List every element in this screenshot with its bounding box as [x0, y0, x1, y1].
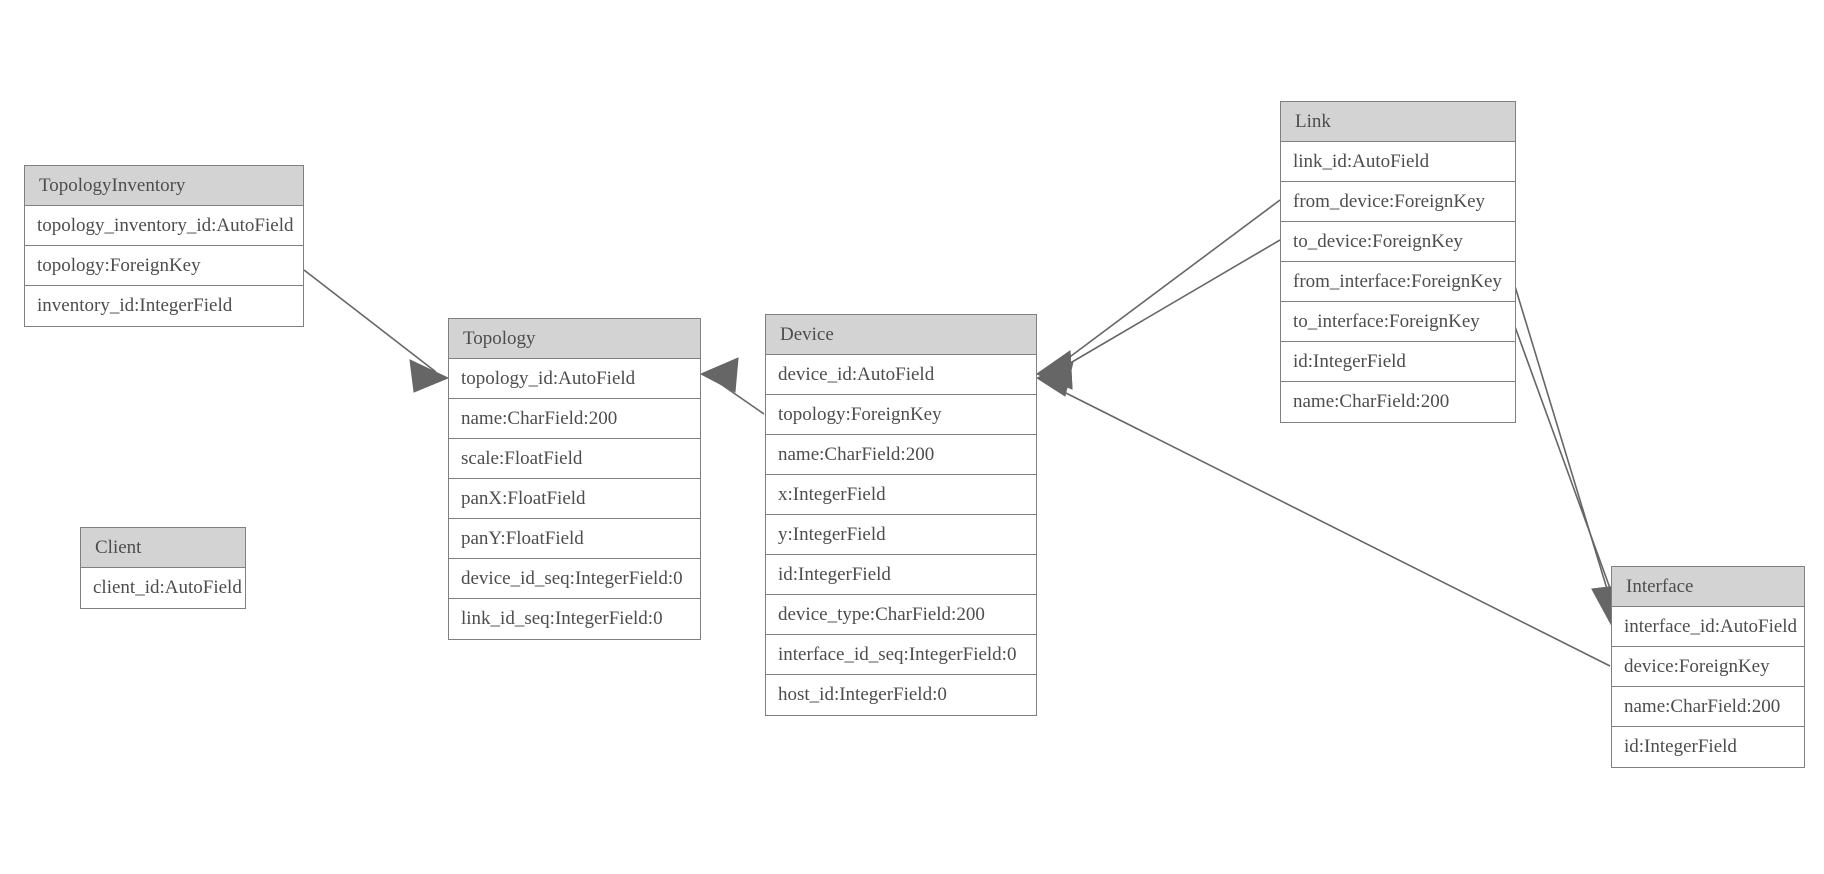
entity-field[interactable]: from_device:ForeignKey — [1281, 182, 1515, 222]
entity-title-device: Device — [766, 315, 1036, 355]
relation-line — [1513, 323, 1620, 614]
entity-title-topology_inventory: TopologyInventory — [25, 166, 303, 206]
entity-field[interactable]: name:CharField:200 — [449, 399, 700, 439]
entity-field[interactable]: name:CharField:200 — [766, 435, 1036, 475]
relation-device-topology — [699, 357, 765, 415]
entity-field[interactable]: inventory_id:IntegerField — [25, 286, 303, 326]
relation-link-fromdevice-device — [1035, 199, 1281, 390]
entity-field[interactable]: client_id:AutoField — [81, 568, 245, 608]
relation-arrowhead — [1035, 361, 1074, 397]
entity-field[interactable]: y:IntegerField — [766, 515, 1036, 555]
relation-line — [303, 269, 437, 373]
entity-title-interface: Interface — [1612, 567, 1804, 607]
relation-line — [714, 379, 765, 415]
entity-field[interactable]: link_id:AutoField — [1281, 142, 1515, 182]
entity-field[interactable]: panX:FloatField — [449, 479, 700, 519]
entity-field[interactable]: x:IntegerField — [766, 475, 1036, 515]
entity-field[interactable]: id:IntegerField — [766, 555, 1036, 595]
entity-field[interactable]: id:IntegerField — [1612, 727, 1804, 767]
relation-arrowhead — [699, 357, 739, 393]
entity-field[interactable]: device_id_seq:IntegerField:0 — [449, 559, 700, 599]
entity-field[interactable]: scale:FloatField — [449, 439, 700, 479]
entity-field[interactable]: device_type:CharField:200 — [766, 595, 1036, 635]
relation-arrowhead — [1035, 350, 1073, 390]
relation-line — [1513, 282, 1615, 613]
entity-field[interactable]: topology_id:AutoField — [449, 359, 700, 399]
entity-field[interactable]: topology_inventory_id:AutoField — [25, 206, 303, 246]
entity-field[interactable]: interface_id_seq:IntegerField:0 — [766, 635, 1036, 675]
relation-line — [1054, 199, 1281, 369]
relation-line — [1049, 384, 1611, 667]
entity-title-topology: Topology — [449, 319, 700, 359]
entity-field[interactable]: panY:FloatField — [449, 519, 700, 559]
entity-field[interactable]: link_id_seq:IntegerField:0 — [449, 599, 700, 639]
relation-line — [1054, 239, 1281, 373]
entity-field[interactable]: name:CharField:200 — [1612, 687, 1804, 727]
relation-arrowhead — [409, 359, 450, 393]
entity-field[interactable]: device_id:AutoField — [766, 355, 1036, 395]
relation-link-todevice-device — [1035, 239, 1281, 390]
entity-field[interactable]: to_interface:ForeignKey — [1281, 302, 1515, 342]
entity-field[interactable]: from_interface:ForeignKey — [1281, 262, 1515, 302]
entity-field[interactable]: topology:ForeignKey — [766, 395, 1036, 435]
entity-title-client: Client — [81, 528, 245, 568]
relation-arrowhead — [1035, 350, 1073, 390]
entity-field[interactable]: id:IntegerField — [1281, 342, 1515, 382]
entity-field[interactable]: interface_id:AutoField — [1612, 607, 1804, 647]
entity-field[interactable]: device:ForeignKey — [1612, 647, 1804, 687]
entity-field[interactable]: to_device:ForeignKey — [1281, 222, 1515, 262]
entity-title-link: Link — [1281, 102, 1515, 142]
entity-field[interactable]: topology:ForeignKey — [25, 246, 303, 286]
entity-field[interactable]: name:CharField:200 — [1281, 382, 1515, 422]
entity-field[interactable]: host_id:IntegerField:0 — [766, 675, 1036, 715]
relation-topologyinventory-topology — [303, 269, 450, 393]
